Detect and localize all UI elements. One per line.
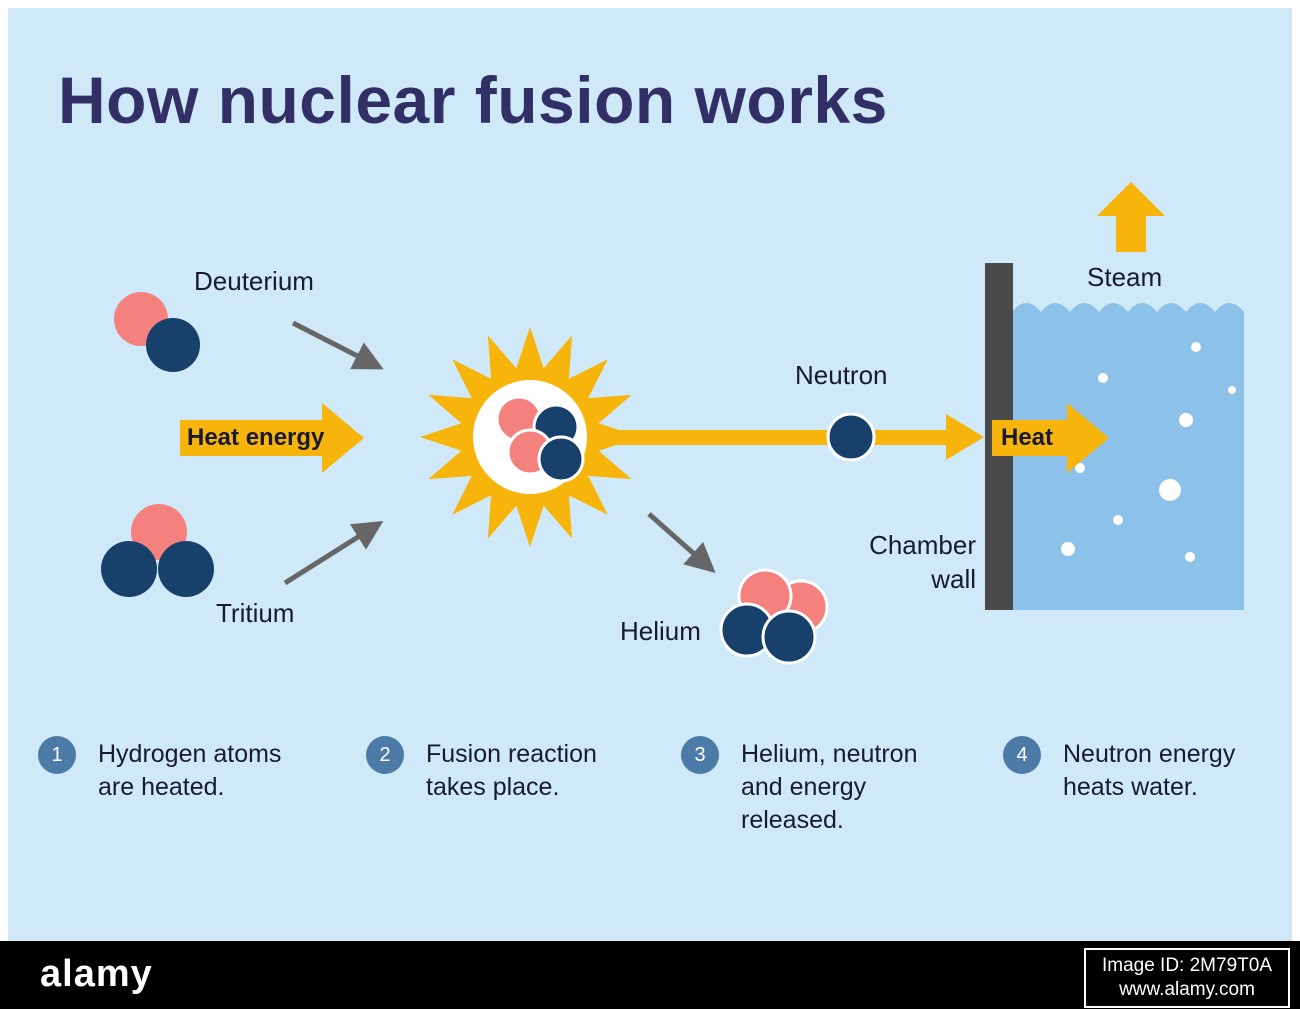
- page-title: How nuclear fusion works: [58, 63, 888, 137]
- image-id-text: Image ID: 2M79T0A: [1101, 955, 1272, 976]
- step-1-badge: 1: [38, 736, 76, 774]
- image-id-box: Image ID: 2M79T0A www.alamy.com: [1083, 948, 1290, 1008]
- step-4-badge: 4: [1003, 736, 1041, 774]
- step-3: 3 Helium, neutron and energy released.: [681, 736, 941, 837]
- step-4: 4 Neutron energy heats water.: [1003, 736, 1258, 804]
- label-heat: Heat: [1001, 424, 1054, 451]
- step-2: 2 Fusion reaction takes place.: [366, 736, 621, 804]
- label-chamber-wall-line1: Chamber: [869, 530, 976, 560]
- step-2-badge: 2: [366, 736, 404, 774]
- step-1: 1 Hydrogen atoms are heated.: [38, 736, 293, 804]
- step-2-text: Fusion reaction takes place.: [426, 740, 597, 801]
- label-heat-energy: Heat energy: [187, 424, 325, 451]
- alamy-logo: alamy: [40, 953, 153, 995]
- label-helium: Helium: [620, 616, 701, 646]
- label-tritium: Tritium: [216, 598, 295, 628]
- label-steam: Steam: [1087, 262, 1163, 292]
- step-4-text: Neutron energy heats water.: [1063, 740, 1236, 801]
- step-3-badge: 3: [681, 736, 719, 774]
- label-chamber-wall: Chamber wall: [852, 528, 976, 596]
- step-1-text: Hydrogen atoms are heated.: [98, 740, 282, 801]
- label-neutron: Neutron: [795, 360, 888, 390]
- step-3-text: Helium, neutron and energy released.: [741, 740, 918, 834]
- footer-bar: alamy Image ID: 2M79T0A www.alamy.com: [0, 941, 1300, 1009]
- footer-url: www.alamy.com: [1119, 979, 1255, 1000]
- label-chamber-wall-line2: wall: [931, 564, 976, 594]
- label-deuterium: Deuterium: [194, 266, 314, 296]
